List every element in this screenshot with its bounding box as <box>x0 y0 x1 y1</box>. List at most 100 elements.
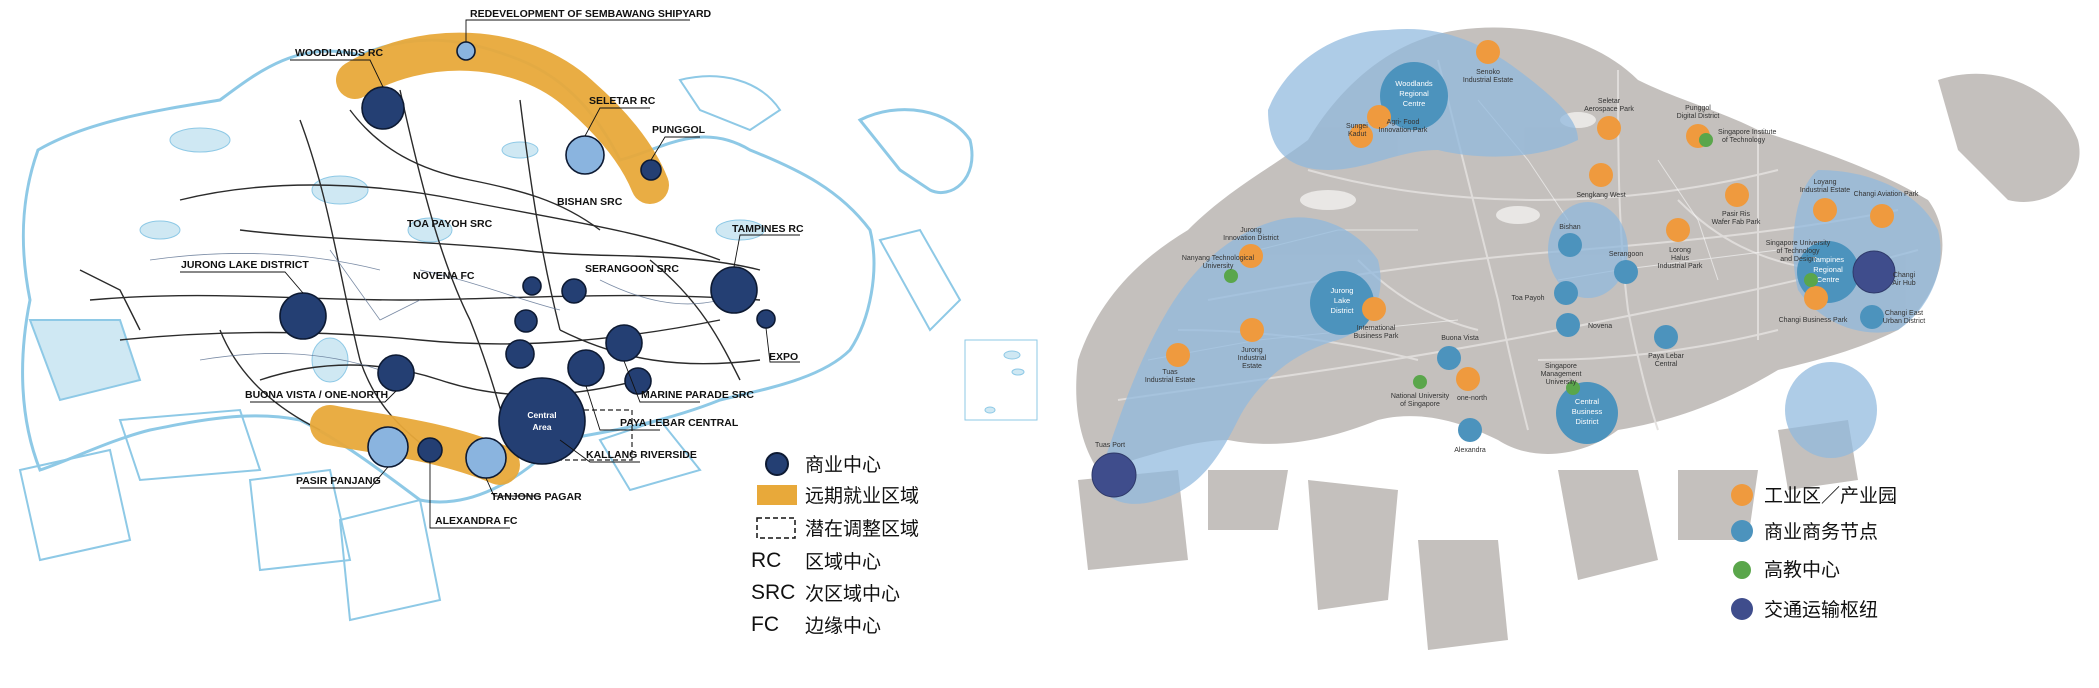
label-alexandra: ALEXANDRA FC <box>435 515 518 527</box>
paya-lebar-node <box>1654 325 1678 349</box>
seletar-aero-label-1: Seletar <box>1598 98 1621 105</box>
label-paya-lebar: PAYA LEBAR CENTRAL <box>620 417 739 429</box>
tampines-label-3: Centre <box>1817 275 1840 284</box>
sutd-label-1: Singapore University <box>1766 240 1831 247</box>
serangoon-label: Serangoon <box>1609 251 1643 258</box>
legend-src-abbr: SRC <box>751 581 795 604</box>
jurong-label-3: District <box>1331 306 1355 315</box>
agri-food-node <box>1367 105 1391 129</box>
novena-label: Novena <box>1588 323 1612 330</box>
cbd-label-3: District <box>1576 417 1600 426</box>
sit-label-1: Singapore Institute <box>1718 129 1776 136</box>
changi-bp-node <box>1804 286 1828 310</box>
label-tanjong-pagar: TANJONG PAGAR <box>491 491 582 503</box>
smu-label-1: Singapore <box>1545 363 1577 370</box>
legend-transport-swatch <box>1731 598 1753 620</box>
agri-food-label-1: Agri- Food <box>1387 119 1420 126</box>
right-planning-map: Woodlands Regional Centre Jurong Lake Di… <box>1058 0 2099 688</box>
serangoon-node <box>1614 260 1638 284</box>
jid-label-2: Innovation District <box>1223 235 1279 242</box>
changi-air-hub-label-2: Air Hub <box>1892 280 1915 287</box>
loyang-label-2: Industrial Estate <box>1800 187 1850 194</box>
changi-air-hub-label-1: Changi <box>1893 272 1916 279</box>
ntu-node <box>1224 269 1238 283</box>
sutd-label-3: and Design <box>1780 256 1816 263</box>
left-map-canvas: Central Area REDEVELOPMENT OF SEMBAWANG … <box>18 8 1038 637</box>
legend-adjust-swatch <box>756 517 796 539</box>
sutd-node <box>1804 273 1818 287</box>
sungei-kadut-node <box>1349 124 1373 148</box>
label-seletar: SELETAR RC <box>589 95 656 107</box>
toa-payoh-node <box>505 339 535 369</box>
serangoon-node <box>561 278 587 304</box>
central-area-label-2: Area <box>533 422 552 432</box>
paya-lebar-label-1: Paya Lebar <box>1648 353 1684 360</box>
jie-label-2: Industrial <box>1238 355 1267 362</box>
lorong-halus-label-3: Industrial Park <box>1658 263 1703 270</box>
label-serangoon: SERANGOON SRC <box>585 263 679 275</box>
tuas-port-label: Tuas Port <box>1095 442 1125 449</box>
ibp-label-2: Business Park <box>1354 333 1399 340</box>
tampines-label-2: Regional <box>1813 265 1843 274</box>
seletar-aero-node <box>1597 116 1621 140</box>
legend-education: 高教中心 <box>1764 559 1840 581</box>
punggol-dd-label-2: Digital District <box>1677 113 1720 120</box>
legend-industrial: 工业区／产业园 <box>1764 485 1897 507</box>
jurong-label-1: Jurong <box>1331 286 1354 295</box>
legend-potential-adjustment: 潜在调整区域 <box>805 518 919 540</box>
tuas-port-node <box>1091 452 1137 498</box>
ibp-node <box>1362 297 1386 321</box>
nus-node <box>1413 375 1427 389</box>
sembawang-node <box>456 41 476 61</box>
legend-education-swatch <box>1733 561 1751 579</box>
northern-employment-corridor <box>336 32 669 204</box>
ibp-label-1: International <box>1357 325 1396 332</box>
changi-air-hub-node <box>1852 250 1896 294</box>
left-legend: 商业中心 远期就业区域 潜在调整区域 RC 区域中心 SRC 次区域中心 FC … <box>751 452 919 637</box>
jurong-innovation-node <box>1239 244 1263 268</box>
label-marine-parade: MARINE PARADE SRC <box>641 389 754 401</box>
tampines-label-1: Tampines <box>1812 255 1844 264</box>
changi-east-label-2: Urban District <box>1883 318 1925 325</box>
sit-node <box>1699 133 1713 147</box>
senoko-node <box>1476 40 1500 64</box>
cbd-node <box>1556 382 1618 444</box>
sungei-kadut-label-1: Sungei <box>1346 123 1368 130</box>
paya-lebar-label-2: Central <box>1655 361 1678 368</box>
pasir-ris-node <box>1725 183 1749 207</box>
paya-lebar-node <box>567 349 605 387</box>
punggol-node <box>640 159 662 181</box>
legend-fc-abbr: FC <box>751 613 779 636</box>
cbd-label-1: Central <box>1575 397 1600 406</box>
label-kallang: KALLANG RIVERSIDE <box>586 449 697 461</box>
label-woodlands: WOODLANDS RC <box>295 47 383 59</box>
cbd-label-2: Business <box>1572 407 1603 416</box>
label-tampines: TAMPINES RC <box>732 223 804 235</box>
senoko-label-1: Senoko <box>1476 69 1500 76</box>
woodlands-label-1: Woodlands <box>1395 79 1433 88</box>
inset-map <box>964 339 1038 421</box>
lorong-halus-label-2: Halus <box>1671 255 1689 262</box>
pasir-panjang-node <box>367 426 409 468</box>
novena-node <box>514 309 538 333</box>
legend-rc-abbr: RC <box>751 549 781 572</box>
legend-commercial: 商业商务节点 <box>1764 521 1878 543</box>
legend-commercial-center: 商业中心 <box>805 454 881 476</box>
legend-future-employment: 远期就业区域 <box>805 485 919 507</box>
one-north-node <box>1456 367 1480 391</box>
sengkang-west-label: Sengkang West <box>1576 192 1625 199</box>
alexandra-label: Alexandra <box>1454 447 1486 454</box>
label-sembawang: REDEVELOPMENT OF SEMBAWANG SHIPYARD <box>470 8 712 20</box>
central-area-node <box>498 377 586 465</box>
right-legend: 工业区／产业园 商业商务节点 高教中心 交通运输枢纽 <box>1731 484 1897 621</box>
label-pasir-panjang: PASIR PANJANG <box>296 475 381 487</box>
label-toa-payoh: TOA PAYOH SRC <box>407 218 493 230</box>
woodlands-regional-centre-node <box>1380 62 1448 130</box>
woodlands-label-2: Regional <box>1399 89 1429 98</box>
senoko-label-2: Industrial Estate <box>1463 77 1513 84</box>
jie-label-1: Jurong <box>1241 347 1263 354</box>
woodlands-node <box>361 86 405 130</box>
bishan-node <box>522 276 542 296</box>
changi-aviation-label: Changi Aviation Park <box>1854 191 1919 198</box>
jurong-label-2: Lake <box>1334 296 1350 305</box>
